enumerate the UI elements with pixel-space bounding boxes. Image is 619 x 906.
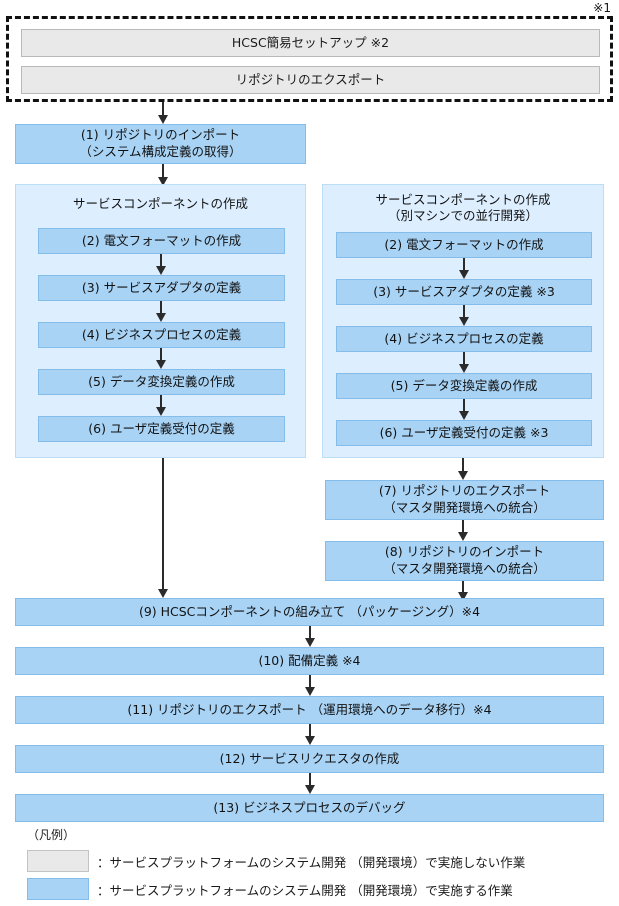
legend-label-gray: ：サービスプラットフォームのシステム開発 （開発環境）で実施しない作業 [97, 854, 526, 870]
arrow-left-2-to-3 [153, 254, 169, 275]
left-step-5-data-transform[interactable]: (5) データ変換定義の作成 [38, 369, 285, 395]
note-mark-1: ※1 [593, 1, 611, 15]
legend-swatch-gray [27, 850, 89, 872]
legend-row-excluded: ：サービスプラットフォームのシステム開発 （開発環境）で実施しない作業 [27, 850, 607, 872]
arrow-right-4-to-5 [456, 352, 472, 373]
left-step-6-user-defined-reception[interactable]: (6) ユーザ定義受付の定義 [38, 416, 285, 442]
arrow-step12-to-step13 [302, 773, 318, 794]
right-step-2-message-format[interactable]: (2) 電文フォーマットの作成 [336, 232, 592, 258]
arrow-step7-to-step8 [455, 520, 471, 541]
step-13-business-process-debug[interactable]: (13) ビジネスプロセスのデバッグ [15, 794, 604, 822]
step-7-repository-export[interactable]: (7) リポジトリのエクスポート （マスタ開発環境への統合） [325, 480, 604, 520]
left-service-component-container: サービスコンポーネントの作成 (2) 電文フォーマットの作成 (3) サービスア… [15, 184, 306, 458]
arrow-left-5-to-6 [153, 395, 169, 416]
step-8-repository-import[interactable]: (8) リポジトリのインポート （マスタ開発環境への統合） [325, 541, 604, 581]
step-10-deployment-definition[interactable]: (10) 配備定義 ※4 [15, 647, 604, 675]
legend: （凡例） ：サービスプラットフォームのシステム開発 （開発環境）で実施しない作業… [27, 826, 607, 906]
arrow-group-to-step1 [155, 102, 171, 124]
left-step-2-message-format[interactable]: (2) 電文フォーマットの作成 [38, 228, 285, 254]
arrow-step11-to-step12 [302, 724, 318, 745]
arrow-left-container-to-step9 [155, 458, 171, 598]
arrow-step10-to-step11 [302, 675, 318, 696]
step-9-hcsc-component-packaging[interactable]: (9) HCSCコンポーネントの組み立て （パッケージング）※4 [15, 598, 604, 626]
excluded-work-group: HCSC簡易セットアップ ※2 リポジトリのエクスポート [6, 16, 613, 102]
arrow-right-container-to-step7 [455, 458, 471, 480]
left-step-4-business-process[interactable]: (4) ビジネスプロセスの定義 [38, 322, 285, 348]
step-1-repository-import[interactable]: (1) リポジトリのインポート （システム構成定義の取得） [15, 124, 306, 164]
left-container-title: サービスコンポーネントの作成 [72, 196, 248, 211]
right-service-component-container: サービスコンポーネントの作成 （別マシンでの並行開発） (2) 電文フォーマット… [322, 184, 604, 458]
step-11-repository-export-to-production[interactable]: (11) リポジトリのエクスポート （運用環境へのデータ移行）※4 [15, 696, 604, 724]
right-step-5-data-transform[interactable]: (5) データ変換定義の作成 [336, 373, 592, 399]
arrow-left-3-to-4 [153, 301, 169, 322]
arrow-right-5-to-6 [456, 399, 472, 420]
right-step-3-service-adapter[interactable]: (3) サービスアダプタの定義 ※3 [336, 279, 592, 305]
legend-label-blue: ：サービスプラットフォームのシステム開発 （開発環境）で実施する作業 [97, 882, 513, 898]
legend-row-included: ：サービスプラットフォームのシステム開発 （開発環境）で実施する作業 [27, 878, 607, 900]
legend-swatch-blue [27, 878, 89, 900]
arrow-step1-to-left-container [155, 164, 171, 186]
right-step-4-business-process[interactable]: (4) ビジネスプロセスの定義 [336, 326, 592, 352]
arrow-step8-to-step9 [455, 581, 471, 601]
step-12-service-requester-creation[interactable]: (12) サービスリクエスタの作成 [15, 745, 604, 773]
arrow-left-4-to-5 [153, 348, 169, 369]
right-step-6-user-defined-reception[interactable]: (6) ユーザ定義受付の定義 ※3 [336, 420, 592, 446]
arrow-step9-to-step10 [302, 626, 318, 647]
left-step-3-service-adapter[interactable]: (3) サービスアダプタの定義 [38, 275, 285, 301]
excluded-box-hcsc-setup[interactable]: HCSC簡易セットアップ ※2 [21, 29, 600, 57]
arrow-right-3-to-4 [456, 305, 472, 326]
right-container-title: サービスコンポーネントの作成 （別マシンでの並行開発） [375, 192, 551, 224]
legend-title: （凡例） [27, 828, 76, 842]
arrow-right-2-to-3 [456, 258, 472, 279]
excluded-box-repository-export[interactable]: リポジトリのエクスポート [21, 66, 600, 94]
